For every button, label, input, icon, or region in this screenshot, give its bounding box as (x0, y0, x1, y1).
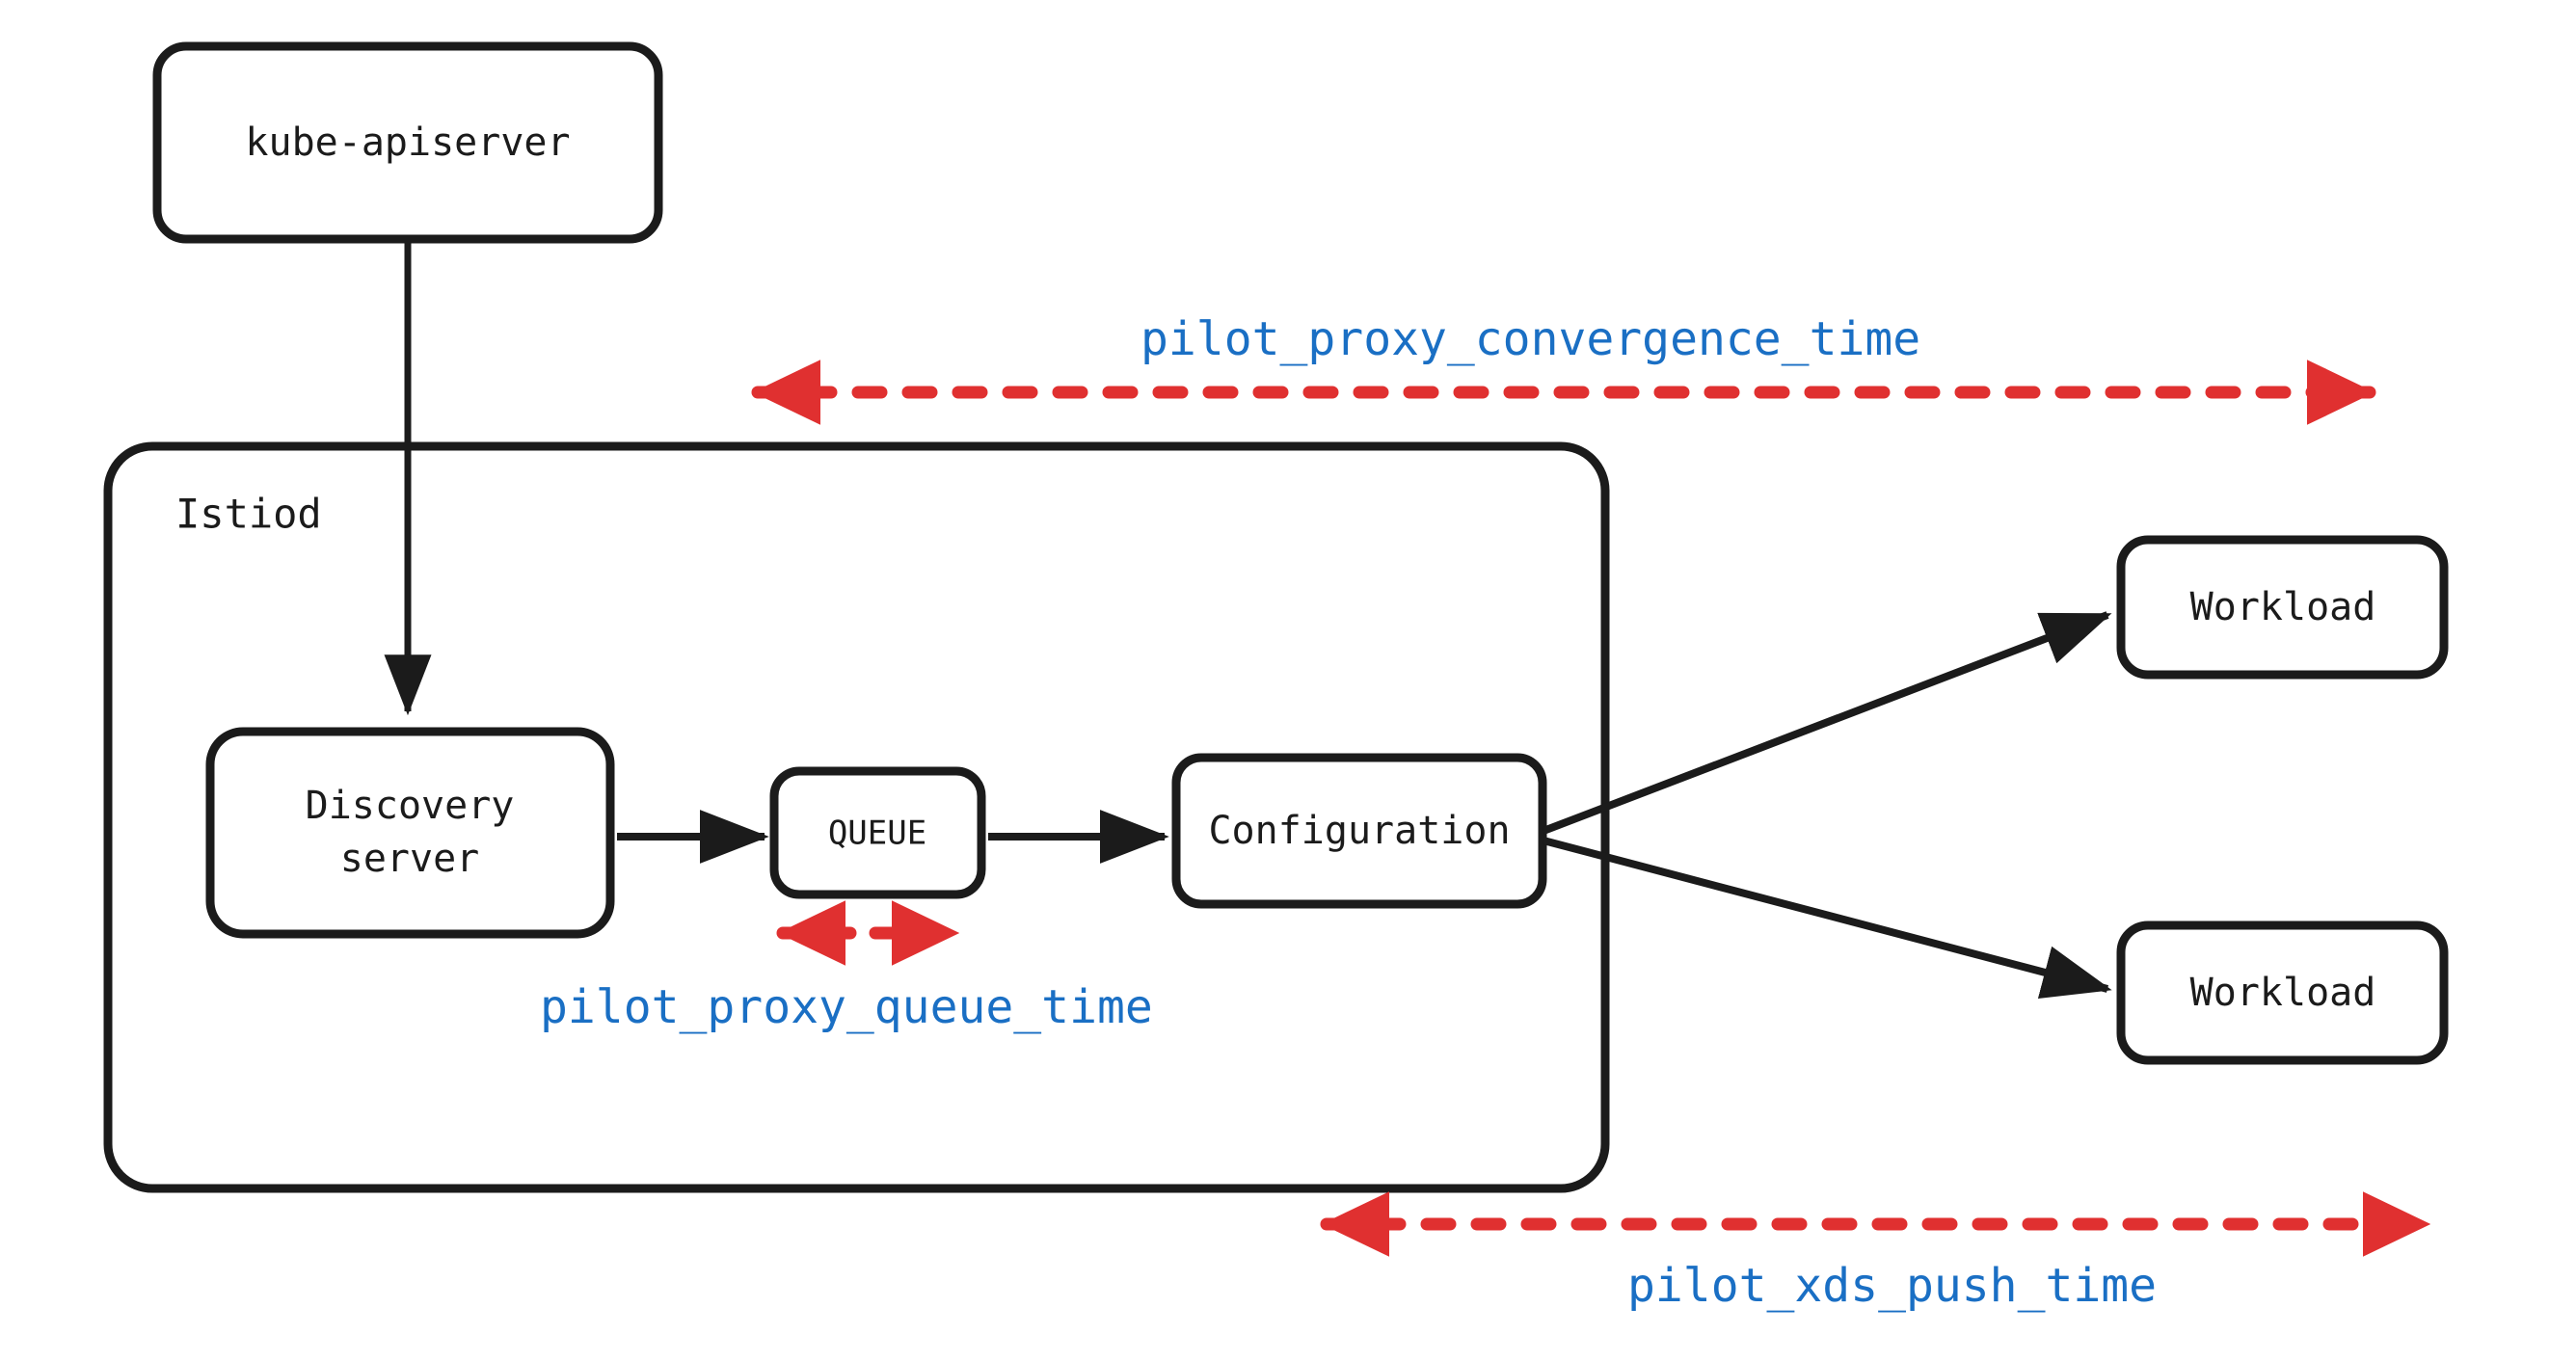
node-discovery-server[interactable]: Discovery server (205, 727, 615, 939)
queue-box[interactable] (769, 766, 986, 899)
workload-bottom-label: Workload (2190, 971, 2376, 1015)
node-kube-apiserver[interactable]: kube-apiserver (152, 41, 663, 244)
queue-label: QUEUE (828, 814, 926, 853)
discovery-server-box[interactable] (205, 727, 615, 939)
pilot-xds-push-time-label: pilot_xds_push_time (1627, 1259, 2157, 1313)
workload-bottom-box[interactable] (2116, 921, 2449, 1065)
kube-apiserver-label: kube-apiserver (245, 120, 570, 165)
node-workload-top[interactable]: Workload (2116, 535, 2449, 680)
node-configuration[interactable]: Configuration (1171, 753, 1547, 909)
pilot-proxy-convergence-time-label: pilot_proxy_convergence_time (1140, 312, 1920, 366)
metric-pilot-xds-push-time: pilot_xds_push_time (1320, 1191, 2432, 1313)
configuration-label: Configuration (1208, 809, 1510, 853)
workload-top-box[interactable] (2116, 535, 2449, 680)
metric-pilot-proxy-queue-time: pilot_proxy_queue_time (540, 900, 1153, 1034)
discovery-server-label-line1: Discovery (306, 784, 515, 828)
istiod-container-label: Istiod (175, 491, 322, 538)
node-queue[interactable]: QUEUE (769, 766, 986, 899)
configuration-box[interactable] (1171, 753, 1547, 909)
arrow-configuration-to-workload-top (1542, 611, 2112, 835)
pilot-proxy-queue-time-label: pilot_proxy_queue_time (540, 980, 1153, 1034)
discovery-server-label-line2: server (340, 837, 480, 881)
node-workload-bottom[interactable]: Workload (2116, 921, 2449, 1065)
workload-top-label: Workload (2190, 585, 2376, 629)
metric-pilot-proxy-convergence-time: pilot_proxy_convergence_time (751, 312, 2376, 425)
arrow-configuration-to-workload-bottom (1542, 837, 2112, 999)
